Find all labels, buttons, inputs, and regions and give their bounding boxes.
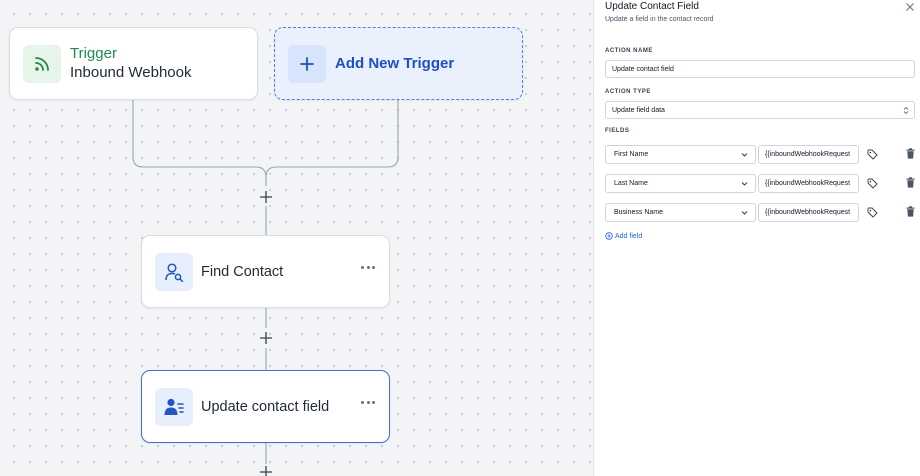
trigger-name-label: Inbound Webhook — [70, 64, 192, 81]
plus-icon — [288, 44, 326, 83]
field-row: First Name {{inboundWebhookRequest — [605, 145, 915, 164]
connector-lines — [132, 100, 399, 464]
field-value-input[interactable]: {{inboundWebhookRequest — [758, 174, 859, 193]
field-select[interactable]: Business Name — [605, 203, 756, 222]
action-label: Update contact field — [201, 398, 330, 415]
add-field-button[interactable]: Add field — [605, 232, 642, 240]
add-step-plus-icon[interactable] — [258, 189, 274, 205]
more-options-icon[interactable] — [361, 266, 375, 269]
chevron-down-icon — [741, 153, 748, 157]
panel-title: Update Contact Field — [605, 1, 699, 12]
field-value-input[interactable]: {{inboundWebhookRequest — [758, 145, 859, 164]
search-contact-icon — [155, 252, 193, 291]
action-name-input[interactable]: Update contact field — [605, 60, 915, 78]
action-type-value: Update field data — [612, 106, 665, 114]
action-label: Find Contact — [201, 263, 284, 280]
plus-circle-icon — [605, 232, 613, 240]
field-value-input[interactable]: {{inboundWebhookRequest — [758, 203, 859, 222]
tag-icon[interactable] — [867, 149, 878, 160]
trash-icon[interactable] — [906, 148, 915, 159]
trigger-kind-label: Trigger — [70, 45, 117, 62]
field-select[interactable]: First Name — [605, 145, 756, 164]
field-row: Business Name {{inboundWebhookRequest — [605, 203, 915, 222]
field-select[interactable]: Last Name — [605, 174, 756, 193]
select-updown-icon — [903, 106, 909, 115]
field-select-value: Last Name — [614, 180, 648, 187]
field-row: Last Name {{inboundWebhookRequest — [605, 174, 915, 193]
panel-subtitle: Update a field in the contact record — [605, 16, 714, 23]
action-type-select[interactable]: Update field data — [605, 101, 915, 119]
add-new-trigger-button[interactable]: Add New Trigger — [274, 27, 523, 100]
trigger-card[interactable]: Trigger Inbound Webhook — [9, 27, 258, 100]
contact-list-icon — [155, 387, 193, 426]
trash-icon[interactable] — [906, 206, 915, 217]
rss-icon — [23, 44, 61, 83]
chevron-down-icon — [741, 182, 748, 186]
add-step-plus-icon[interactable] — [258, 464, 274, 476]
action-name-label: ACTION NAME — [605, 48, 653, 54]
close-icon[interactable] — [905, 2, 915, 12]
field-select-value: Business Name — [614, 209, 664, 216]
field-select-value: First Name — [614, 151, 649, 158]
add-new-trigger-label: Add New Trigger — [335, 55, 455, 72]
more-options-icon[interactable] — [361, 401, 375, 404]
action-card-find-contact[interactable]: Find Contact — [141, 235, 390, 308]
action-card-update-contact-field[interactable]: Update contact field — [141, 370, 390, 443]
tag-icon[interactable] — [867, 207, 878, 218]
add-step-plus-icon[interactable] — [258, 330, 274, 346]
workflow-canvas[interactable]: Trigger Inbound Webhook Add New Trigger … — [0, 0, 593, 476]
fields-label: FIELDS — [605, 128, 630, 134]
tag-icon[interactable] — [867, 178, 878, 189]
chevron-down-icon — [741, 211, 748, 215]
trash-icon[interactable] — [906, 177, 915, 188]
action-settings-panel: Update Contact Field Update a field in t… — [593, 0, 920, 476]
add-field-label: Add field — [615, 232, 643, 240]
action-type-label: ACTION TYPE — [605, 89, 651, 95]
